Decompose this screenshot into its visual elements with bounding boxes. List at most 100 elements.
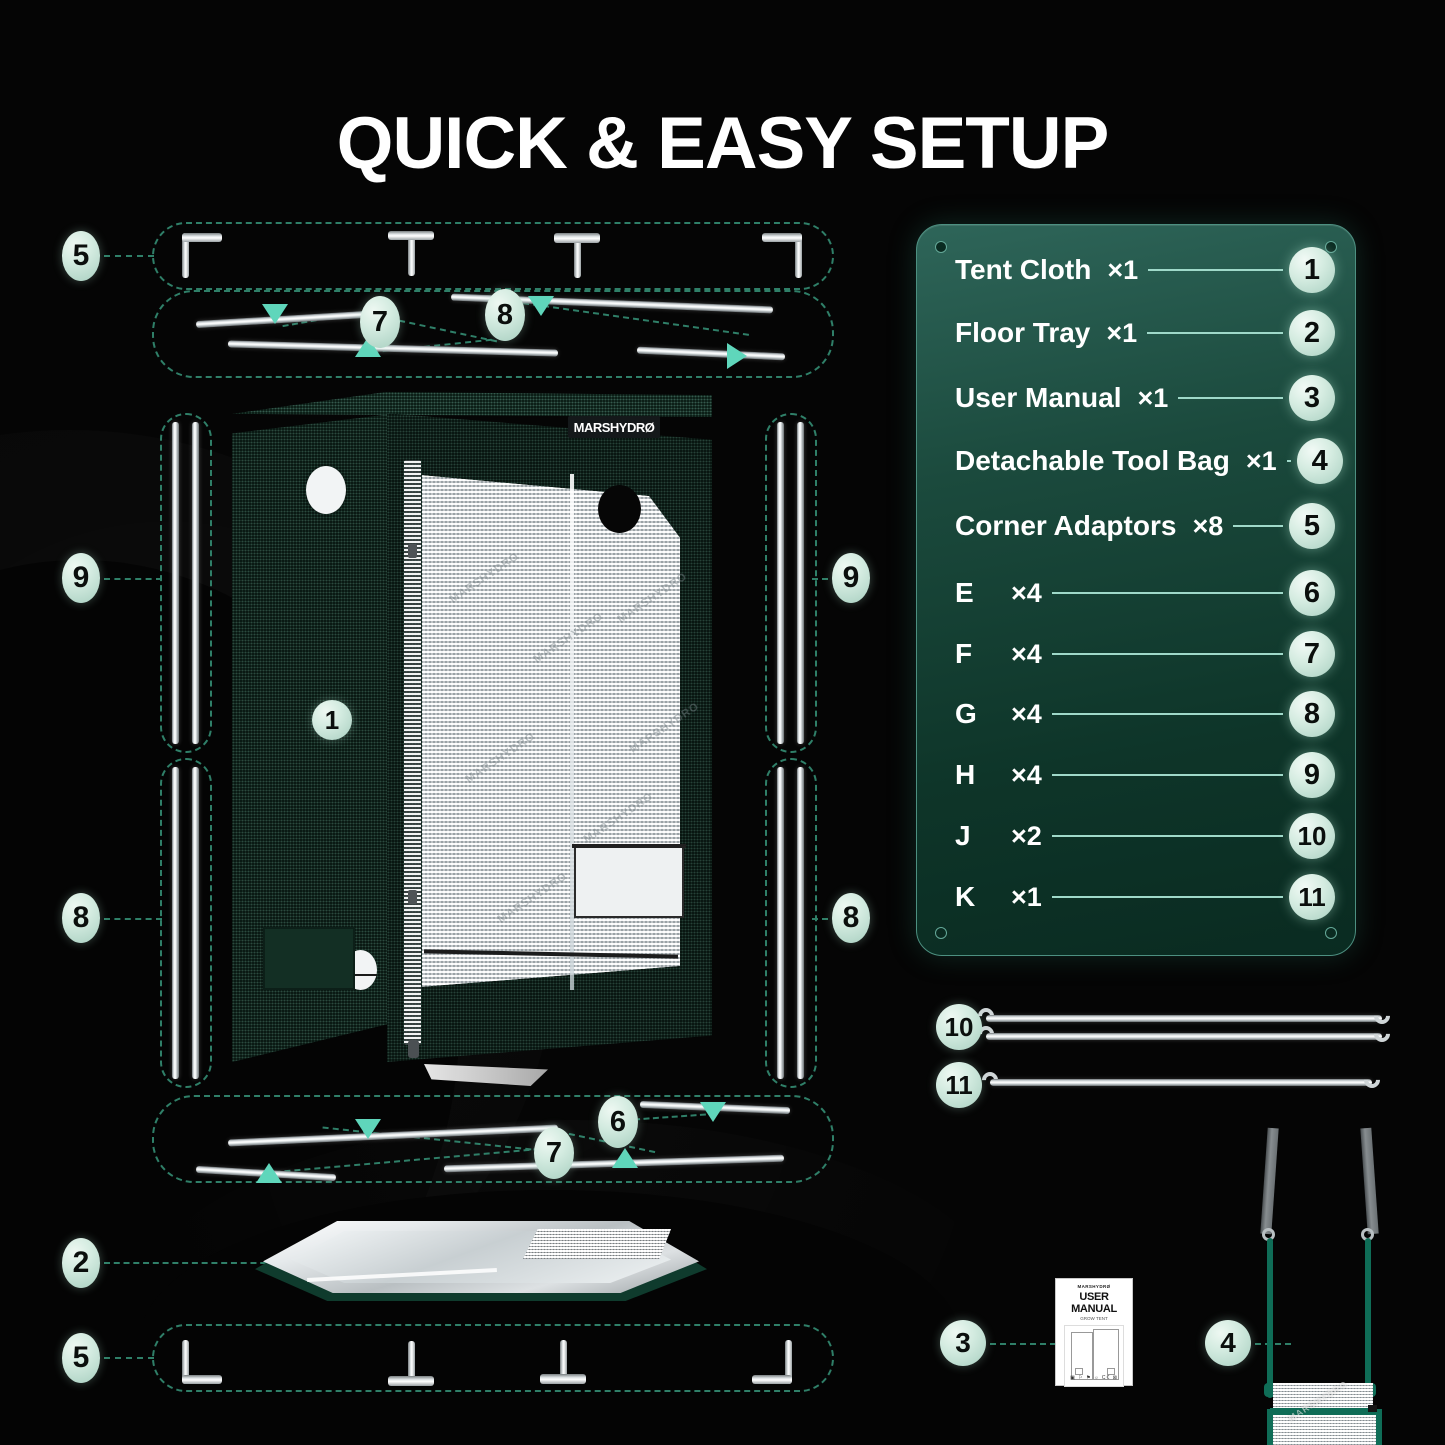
parts-row-label-7: F [955, 638, 973, 669]
toolbag-divider [1270, 1408, 1376, 1415]
parts-row-leader-11 [1051, 896, 1283, 898]
parts-row-badge-6: 6 [1289, 570, 1335, 616]
parts-row-qty-7: ×4 [1011, 638, 1042, 669]
corner-adaptor-4 [762, 233, 808, 278]
parts-row-leader-7 [1051, 653, 1283, 655]
toolbag-strap-left [1260, 1127, 1279, 1235]
tent-view-window-hinge [572, 844, 686, 848]
pole-right-g-2 [797, 767, 804, 1079]
callout-badge-top-adaptors: 5 [62, 231, 100, 281]
callout-badge-hangbar-k: 11 [936, 1062, 982, 1108]
tray-mesh-texture [523, 1229, 671, 1259]
manual-cert-icons: ▣ ⚐ ⚑ ☼ C€ ⊠ [1070, 1375, 1118, 1381]
parts-row-badge-9: 9 [1289, 752, 1335, 798]
tent-interior-seam [570, 474, 574, 990]
parts-row-qty-9: ×4 [1011, 759, 1042, 790]
parts-row-leader-6 [1051, 592, 1283, 594]
parts-row-leader-9 [1051, 774, 1283, 776]
parts-row-badge-3: 3 [1289, 375, 1335, 421]
toolbag-cord-left [1267, 1238, 1273, 1398]
group-box-right-pole-g [765, 758, 817, 1088]
arrow-bottom-pole-3 [256, 1163, 282, 1183]
group-box-right-pole-h [765, 413, 817, 753]
arrow-bottom-pole-1 [355, 1119, 381, 1139]
hangbar-j-hook-right-1 [1370, 1004, 1394, 1028]
parts-row-qty-4: ×1 [1245, 445, 1277, 476]
callout-badge-left-pole-h: 9 [62, 553, 100, 603]
brand-logo-plate: MARSHYDRØ [568, 416, 660, 438]
manual-brand: MARSHYDRØ [1077, 1284, 1111, 1289]
pole-left-h-2 [192, 422, 199, 744]
arrow-bottom-pole-4 [612, 1148, 638, 1168]
callout-badge-bottom-adaptors: 5 [62, 1333, 100, 1383]
brand-logo-text: MARSHYDRØ [573, 419, 655, 435]
tent-bottom-shadow [424, 1064, 548, 1086]
group-box-left-pole-g [160, 758, 212, 1088]
corner-adaptor-1 [182, 233, 228, 278]
callout-badge-hangbar-j: 10 [936, 1004, 982, 1050]
corner-adaptor-3 [554, 233, 600, 278]
arrow-top-pole-1 [262, 304, 288, 324]
corner-adaptor-5 [182, 1340, 228, 1384]
parts-row-label-2: Floor Tray [955, 317, 1091, 348]
parts-row-badge-4: 4 [1296, 438, 1343, 484]
hangbar-k-1 [990, 1079, 1372, 1086]
leader-right-pole-h [812, 578, 838, 580]
callout-badge-toolbag: 4 [1205, 1320, 1251, 1366]
toolbag-mesh-flap [1273, 1383, 1373, 1410]
toolbag-pocket-outline [1267, 1409, 1382, 1445]
panel-screw-bottom-left [935, 927, 947, 939]
group-box-top-poles [152, 290, 834, 378]
parts-row-badge-2: 2 [1289, 310, 1335, 356]
group-box-top-adaptors [152, 222, 834, 290]
user-manual-booklet: MARSHYDRØ USER MANUAL GROW TENT ▣ ⚐ ⚑ ☼ … [1055, 1278, 1133, 1387]
leader-left-pole-h [104, 578, 162, 580]
group-box-left-pole-h [160, 413, 212, 753]
corner-adaptor-2 [388, 231, 434, 276]
callout-badge-right-pole-h: 9 [832, 553, 870, 603]
parts-row-leader-3 [1178, 397, 1283, 399]
parts-row-leader-8 [1051, 713, 1283, 715]
parts-row-label-9: H [955, 759, 976, 790]
arrow-top-pole-4 [727, 343, 747, 369]
hangbar-j-2 [986, 1033, 1382, 1040]
arrow-top-pole-2 [528, 296, 554, 316]
pole-left-g-1 [172, 767, 179, 1079]
leader-right-pole-g [812, 918, 838, 920]
parts-row-label-10: J [955, 820, 971, 851]
tent-vent-port-upper-right [598, 485, 641, 533]
leader-line-top-adaptors [104, 255, 154, 257]
leader-bottom-adaptors [104, 1357, 154, 1359]
parts-row-label-1: Tent Cloth [955, 254, 1092, 285]
parts-row-label-8: G [955, 698, 977, 729]
parts-row-leader-10 [1051, 835, 1283, 837]
callout-badge-top-pole-f: 7 [360, 296, 400, 348]
arrow-bottom-pole-2 [700, 1102, 726, 1122]
pole-left-h-1 [172, 422, 179, 744]
parts-row-label-6: E [955, 577, 974, 608]
parts-row-leader-5 [1233, 525, 1283, 527]
hangbar-k-hook-right [1360, 1068, 1384, 1092]
parts-row-qty-11: ×1 [1011, 881, 1042, 912]
page-title: QUICK & EASY SETUP [336, 103, 1110, 184]
parts-row-badge-5: 5 [1289, 503, 1335, 549]
tent-vent-window-lower [263, 927, 355, 990]
toolbag-mesh-pocket [1273, 1415, 1376, 1445]
tent-view-window-flap [574, 846, 684, 918]
pole-right-h-2 [797, 422, 804, 744]
leader-manual [990, 1343, 1056, 1345]
panel-screw-top-right [1325, 241, 1337, 253]
tent-zipper-pull-top [408, 544, 417, 558]
corner-adaptor-7 [540, 1340, 586, 1384]
pole-right-h-1 [777, 422, 784, 744]
parts-row-leader-1 [1148, 269, 1283, 271]
leader-tray [104, 1262, 276, 1264]
